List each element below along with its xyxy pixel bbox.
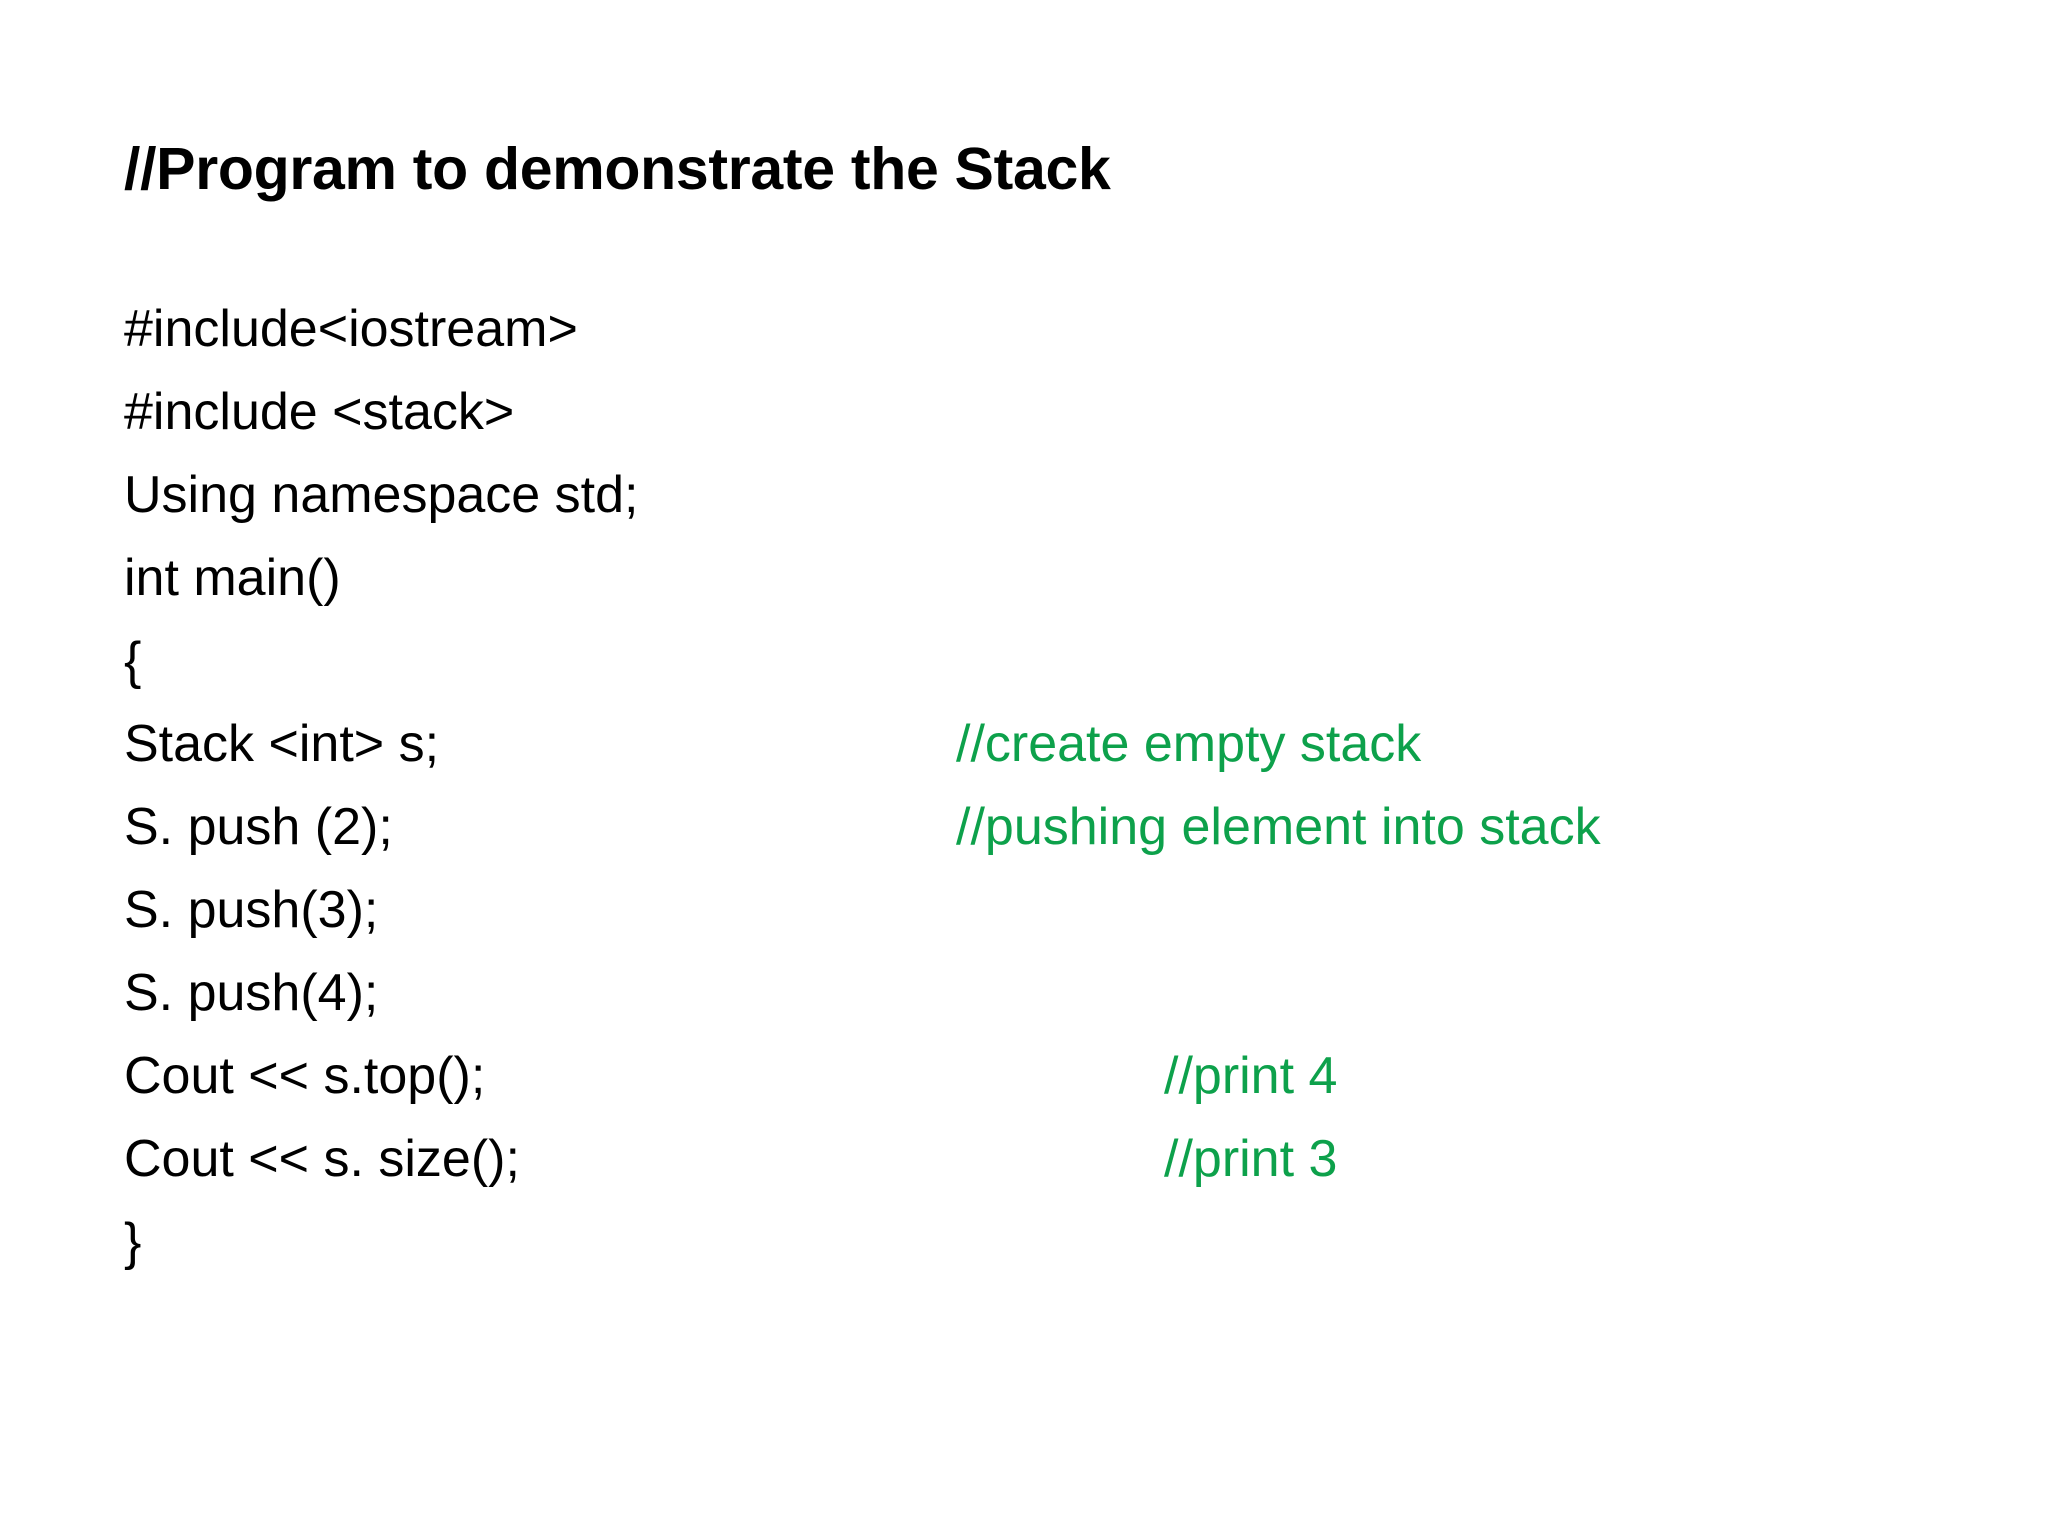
code-statement: { [124, 632, 142, 690]
code-statement: Using namespace std; [124, 466, 639, 524]
code-line: { [124, 620, 1944, 703]
code-statement: Cout << s. size(); [124, 1130, 520, 1188]
page-title: //Program to demonstrate the Stack [124, 136, 1111, 202]
code-statement: } [124, 1213, 142, 1271]
code-statement: int main() [124, 549, 341, 607]
code-comment: //print 4 [1164, 1047, 1338, 1105]
code-line: Cout << s. size(); //print 3 [124, 1118, 1944, 1201]
code-line: #include <stack> [124, 371, 1944, 454]
code-comment: //print 3 [1164, 1130, 1338, 1188]
code-statement: S. push(3); [124, 881, 379, 939]
code-statement: Stack <int> s; [124, 715, 440, 773]
code-comment: //pushing element into stack [956, 798, 1601, 856]
code-line: Cout << s.top(); //print 4 [124, 1035, 1944, 1118]
code-statement: S. push(4); [124, 964, 379, 1022]
code-line: #include<iostream> [124, 288, 1944, 371]
code-comment: //create empty stack [956, 715, 1422, 773]
code-line: S. push(3); [124, 869, 1944, 952]
code-line: int main() [124, 537, 1944, 620]
code-line: Using namespace std; [124, 454, 1944, 537]
code-statement: #include <stack> [124, 383, 515, 441]
code-statement: Cout << s.top(); [124, 1047, 486, 1105]
code-line: } [124, 1201, 1944, 1284]
code-statement: #include<iostream> [124, 300, 578, 358]
code-line: S. push(4); [124, 952, 1944, 1035]
code-listing: #include<iostream> #include <stack> Usin… [124, 288, 1944, 1284]
code-line: Stack <int> s; //create empty stack [124, 703, 1944, 786]
code-statement: S. push (2); [124, 798, 393, 856]
code-line: S. push (2); //pushing element into stac… [124, 786, 1944, 869]
